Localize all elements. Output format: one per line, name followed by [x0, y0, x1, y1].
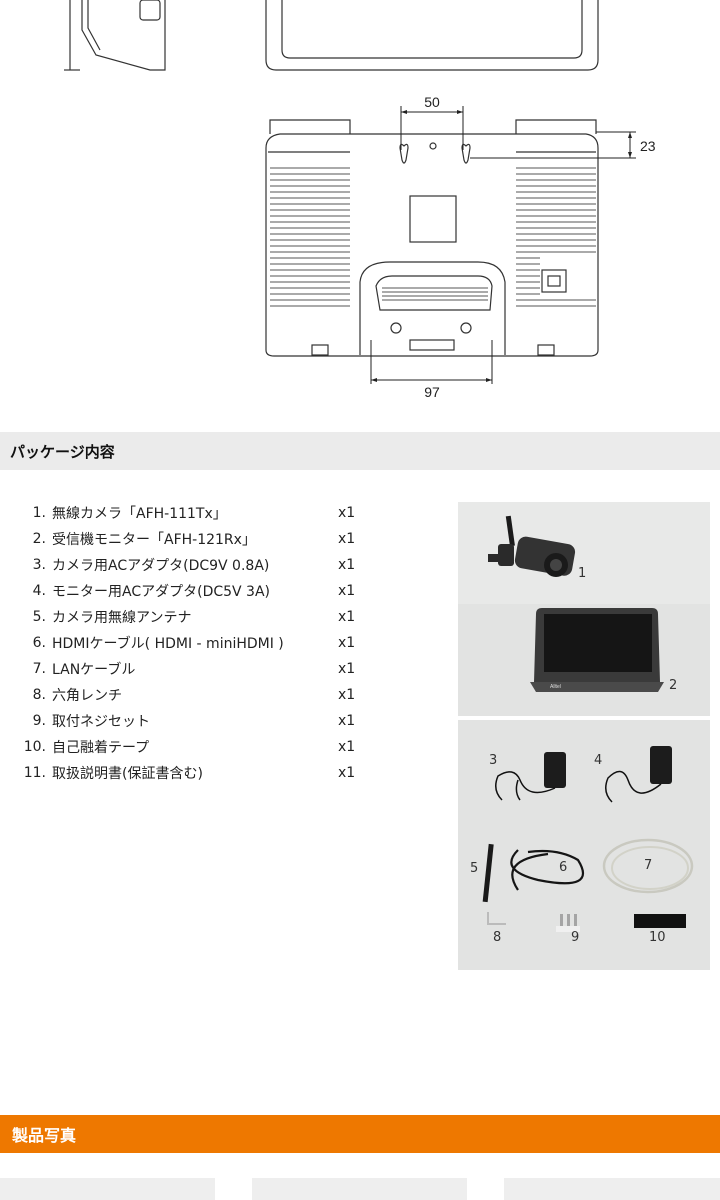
list-item: 4. モニター用ACアダプタ(DC5V 3A) x1	[18, 578, 368, 604]
item-quantity: x1	[338, 505, 356, 521]
item-name: カメラ用ACアダプタ(DC9V 0.8A)	[52, 558, 270, 574]
item-name: 受信機モニター「AFH-121Rx」	[52, 532, 256, 548]
item-name: 無線カメラ「AFH-111Tx」	[52, 506, 227, 522]
item-quantity: x1	[338, 765, 356, 781]
item-number: 2.	[32, 531, 46, 547]
list-item: 1. 無線カメラ「AFH-111Tx」 x1	[18, 500, 368, 526]
item-quantity: x1	[338, 531, 356, 547]
camera-adapter-image	[495, 752, 566, 801]
item-number: 10.	[23, 739, 46, 755]
list-item: 3. カメラ用ACアダプタ(DC9V 0.8A) x1	[18, 552, 368, 578]
screw-set-image	[556, 914, 580, 932]
item-quantity: x1	[338, 635, 356, 651]
monitor-adapter-image	[605, 746, 672, 803]
lan-port	[541, 269, 567, 293]
list-item: 5. カメラ用無線アンテナ x1	[18, 604, 368, 630]
product-photo-thumbnail[interactable]	[0, 1178, 215, 1200]
item-name: 自己融着テープ	[52, 740, 150, 756]
product-photos-title: 製品写真	[12, 1126, 77, 1145]
item-number: 9.	[32, 713, 46, 729]
list-item: 9. 取付ネジセット x1	[18, 708, 368, 734]
item-number: 8.	[32, 687, 46, 703]
item-number: 3.	[32, 557, 46, 573]
photo-label-4: 4	[594, 753, 603, 768]
accessories-photo: 3 4 5 6 7 8 9 10	[458, 720, 710, 970]
package-contents-title: パッケージ内容	[10, 442, 115, 461]
list-item: 10. 自己融着テープ x1	[18, 734, 368, 760]
item-number: 7.	[32, 661, 46, 677]
side-view-outline	[81, 0, 166, 71]
product-photos-header: 製品写真	[0, 1115, 720, 1153]
item-number: 4.	[32, 583, 46, 599]
photo-label-8: 8	[493, 930, 502, 945]
item-quantity: x1	[338, 557, 356, 573]
item-number: 6.	[32, 635, 46, 651]
photo-label-5: 5	[470, 861, 479, 876]
item-name: 六角レンチ	[52, 688, 122, 704]
package-contents-list: 1. 無線カメラ「AFH-111Tx」 x1 2. 受信機モニター「AFH-121Rx」…	[18, 500, 368, 786]
item-name: LANケーブル	[52, 662, 136, 678]
item-name: 取扱説明書(保証書含む)	[52, 766, 203, 782]
photo-label-7: 7	[644, 858, 653, 873]
item-number: 1.	[32, 505, 46, 521]
item-name: カメラ用無線アンテナ	[52, 610, 192, 626]
list-item: 8. 六角レンチ x1	[18, 682, 368, 708]
photo-label-6: 6	[559, 860, 568, 875]
item-name: HDMIケーブル( HDMI - miniHDMI )	[52, 636, 284, 652]
package-contents-header: パッケージ内容	[0, 432, 720, 470]
item-quantity: x1	[338, 713, 356, 729]
list-item: 7. LANケーブル x1	[18, 656, 368, 682]
center-label	[409, 195, 457, 243]
tape-image	[634, 914, 686, 928]
list-item: 6. HDMIケーブル( HDMI - miniHDMI ) x1	[18, 630, 368, 656]
camera-monitor-photo: Alltel 1 2	[458, 502, 710, 716]
item-quantity: x1	[338, 609, 356, 625]
lan-cable-image	[602, 838, 694, 894]
item-quantity: x1	[338, 687, 356, 703]
item-quantity: x1	[338, 739, 356, 755]
item-quantity: x1	[338, 661, 356, 677]
stand-outline	[359, 261, 506, 355]
antenna-image	[482, 843, 494, 903]
item-number: 11.	[23, 765, 46, 781]
camera-image	[488, 515, 576, 577]
dimension-23-label: 23	[640, 138, 656, 154]
monitor-logo: Alltel	[550, 684, 561, 690]
item-name: 取付ネジセット	[52, 714, 150, 730]
photo-label-10: 10	[649, 930, 666, 945]
dimension-97-label: 97	[424, 384, 440, 400]
product-photo-thumbnail[interactable]	[252, 1178, 467, 1200]
product-photo-thumbnail[interactable]	[504, 1178, 720, 1200]
item-number: 5.	[32, 609, 46, 625]
photo-label-2: 2	[669, 678, 678, 693]
list-item: 11. 取扱説明書(保証書含む) x1	[18, 760, 368, 786]
monitor-image: Alltel	[530, 608, 664, 692]
rear-view-outline	[265, 133, 599, 357]
hex-wrench-image	[487, 912, 506, 925]
photo-label-9: 9	[571, 930, 580, 945]
front-view-outline	[265, 0, 599, 71]
hdmi-cable-image	[510, 849, 585, 891]
dimension-50-label: 50	[424, 94, 440, 110]
photo-label-1: 1	[578, 566, 587, 581]
technical-drawing: 50 23 97	[64, 0, 656, 400]
photo-label-3: 3	[489, 753, 498, 768]
item-name: モニター用ACアダプタ(DC5V 3A)	[52, 584, 271, 600]
list-item: 2. 受信機モニター「AFH-121Rx」 x1	[18, 526, 368, 552]
item-quantity: x1	[338, 583, 356, 599]
